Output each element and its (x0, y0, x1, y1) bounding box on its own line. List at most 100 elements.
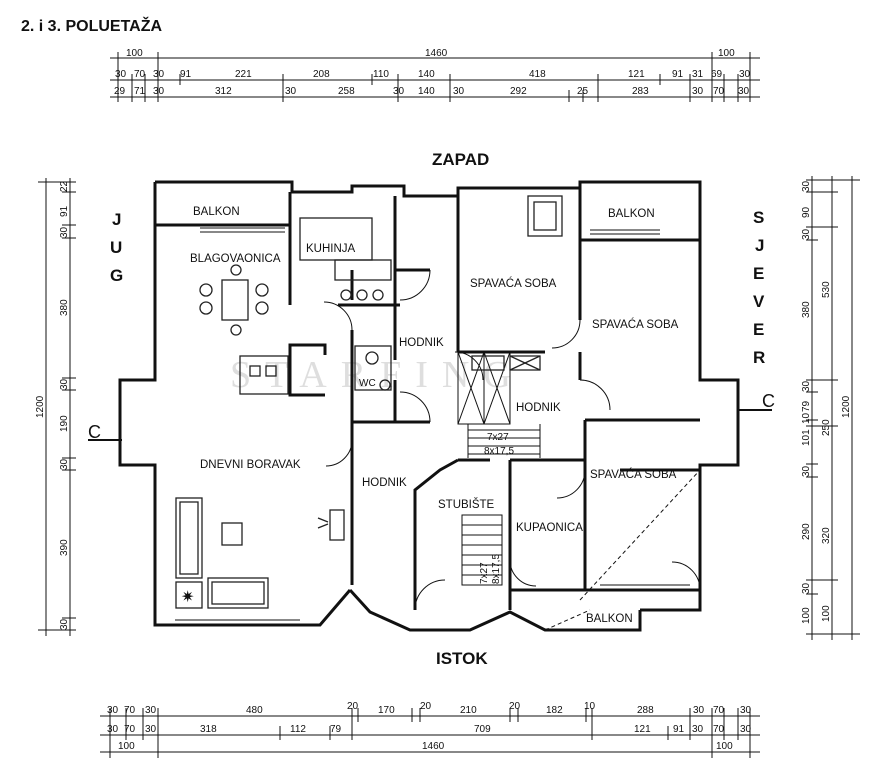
dim-label: 140 (418, 86, 435, 97)
dim-label: 91 (59, 205, 70, 217)
dim-label: 25 (577, 86, 589, 97)
dim-label: 1460 (422, 741, 445, 752)
dim-label: 30 (115, 69, 127, 80)
dim-top-100-right: 100 (718, 48, 735, 59)
dim-label: 170 (378, 705, 395, 716)
dim-label: 208 (313, 69, 330, 80)
top-dimensions: 100 1460 100 30 70 30 91 221 208 110 140… (110, 48, 760, 102)
dim-label: 121 (628, 69, 645, 80)
dim-label: 100 (716, 741, 733, 752)
dim-label: 30 (801, 380, 812, 392)
dim-label: 290 (801, 523, 812, 540)
dim-label: 30 (59, 378, 70, 390)
room-hodnik-3: HODNIK (516, 402, 561, 414)
svg-text:C: C (762, 391, 775, 411)
dim-label: 288 (637, 705, 654, 716)
dim-label: 30 (285, 86, 297, 97)
dim-label: 30 (692, 724, 704, 735)
dim-label: 380 (801, 301, 812, 318)
dim-label: 30 (740, 724, 752, 735)
dim-label: 91 (180, 69, 192, 80)
dim-label: 79 (801, 400, 812, 412)
dim-label: 292 (510, 86, 527, 97)
staircase-upper (457, 351, 541, 458)
dim-label: 30 (453, 86, 465, 97)
dim-label: 221 (235, 69, 252, 80)
dim-label: 30 (107, 724, 119, 735)
dim-label: 210 (460, 705, 477, 716)
section-mark-left: C (88, 422, 122, 442)
dim-label: 30 (107, 705, 119, 716)
dim-label: 79 (330, 724, 342, 735)
svg-text:C: C (88, 422, 101, 442)
dim-label: 110 (373, 69, 389, 80)
room-kuhinja: KUHINJA (306, 243, 356, 255)
dim-label: 69 (711, 69, 723, 80)
dim-label: 30 (801, 228, 812, 240)
dim-label: 190 (59, 415, 70, 432)
windows (175, 227, 690, 621)
dim-label: 1200 (35, 395, 46, 418)
dim-label: 30 (801, 582, 812, 594)
dim-label: 10 (801, 412, 812, 424)
kitchen-counter (299, 217, 392, 301)
dim-label: 480 (246, 705, 263, 716)
svg-text:J: J (755, 236, 764, 255)
dim-label: 29 (114, 86, 126, 97)
dim-label: 283 (632, 86, 649, 97)
direction-west: ZAPAD (432, 150, 489, 169)
bed-window-box (527, 195, 563, 237)
doors (323, 269, 701, 631)
dim-label: 30 (738, 86, 750, 97)
dim-label: 31 (692, 69, 704, 80)
room-balkon-east: BALKON (586, 613, 633, 625)
page-title: 2. i 3. POLUETAŽA (21, 18, 163, 35)
dim-label: 70 (713, 705, 725, 716)
svg-text:G: G (110, 266, 123, 285)
room-hodnik-2: HODNIK (362, 477, 407, 489)
dim-label: 100 (821, 605, 832, 622)
wc-fixtures (354, 345, 392, 391)
dim-label: 91 (672, 69, 684, 80)
dim-label: 140 (418, 69, 435, 80)
dim-label: 100 (118, 741, 135, 752)
dim-label: 20 (347, 701, 359, 712)
dim-label: 30 (740, 705, 752, 716)
svg-text:R: R (753, 348, 765, 367)
dim-label: 30 (801, 180, 812, 192)
dim-label: 70 (134, 69, 146, 80)
dim-label: 100 (801, 607, 812, 624)
sofa (175, 497, 269, 609)
direction-south: J U G (110, 210, 123, 285)
staircase-lower (461, 514, 503, 586)
dim-label: 30 (692, 86, 704, 97)
room-spavaca-3: SPAVAĆA SOBA (590, 468, 677, 481)
dim-label: 91 (673, 724, 685, 735)
dim-label: 182 (546, 705, 563, 716)
dim-label: 258 (338, 86, 355, 97)
room-kupaonica: KUPAONICA (516, 522, 583, 534)
stair-dim-2b: 8x17,5 (491, 554, 502, 584)
dim-label: 30 (153, 86, 165, 97)
kitchen-unit (239, 355, 289, 395)
stair-dim-2a: 7x27 (479, 562, 490, 584)
dim-label: 22 (59, 180, 70, 192)
dim-label: 20 (509, 701, 521, 712)
room-dnevni-boravak: DNEVNI BORAVAK (200, 459, 301, 471)
dim-label: 30 (393, 86, 405, 97)
svg-text:E: E (753, 264, 764, 283)
svg-text:U: U (110, 238, 122, 257)
dim-label: 30 (59, 458, 70, 470)
room-stubiste: STUBIŠTE (438, 498, 495, 511)
room-labels: BALKON BLAGOVAONICA KUHINJA HODNIK WC DN… (190, 206, 679, 625)
dim-label: 250 (821, 419, 832, 436)
dining-table (199, 264, 269, 336)
dim-label: 101 (801, 429, 812, 446)
dim-label: 709 (474, 724, 491, 735)
left-dimensions: 1200 22 91 30 380 30 190 30 390 30 (35, 178, 76, 636)
dim-label: 30 (59, 618, 70, 630)
room-hodnik-1: HODNIK (399, 337, 444, 349)
section-mark-right: C (738, 391, 775, 411)
dim-label: 30 (153, 69, 165, 80)
